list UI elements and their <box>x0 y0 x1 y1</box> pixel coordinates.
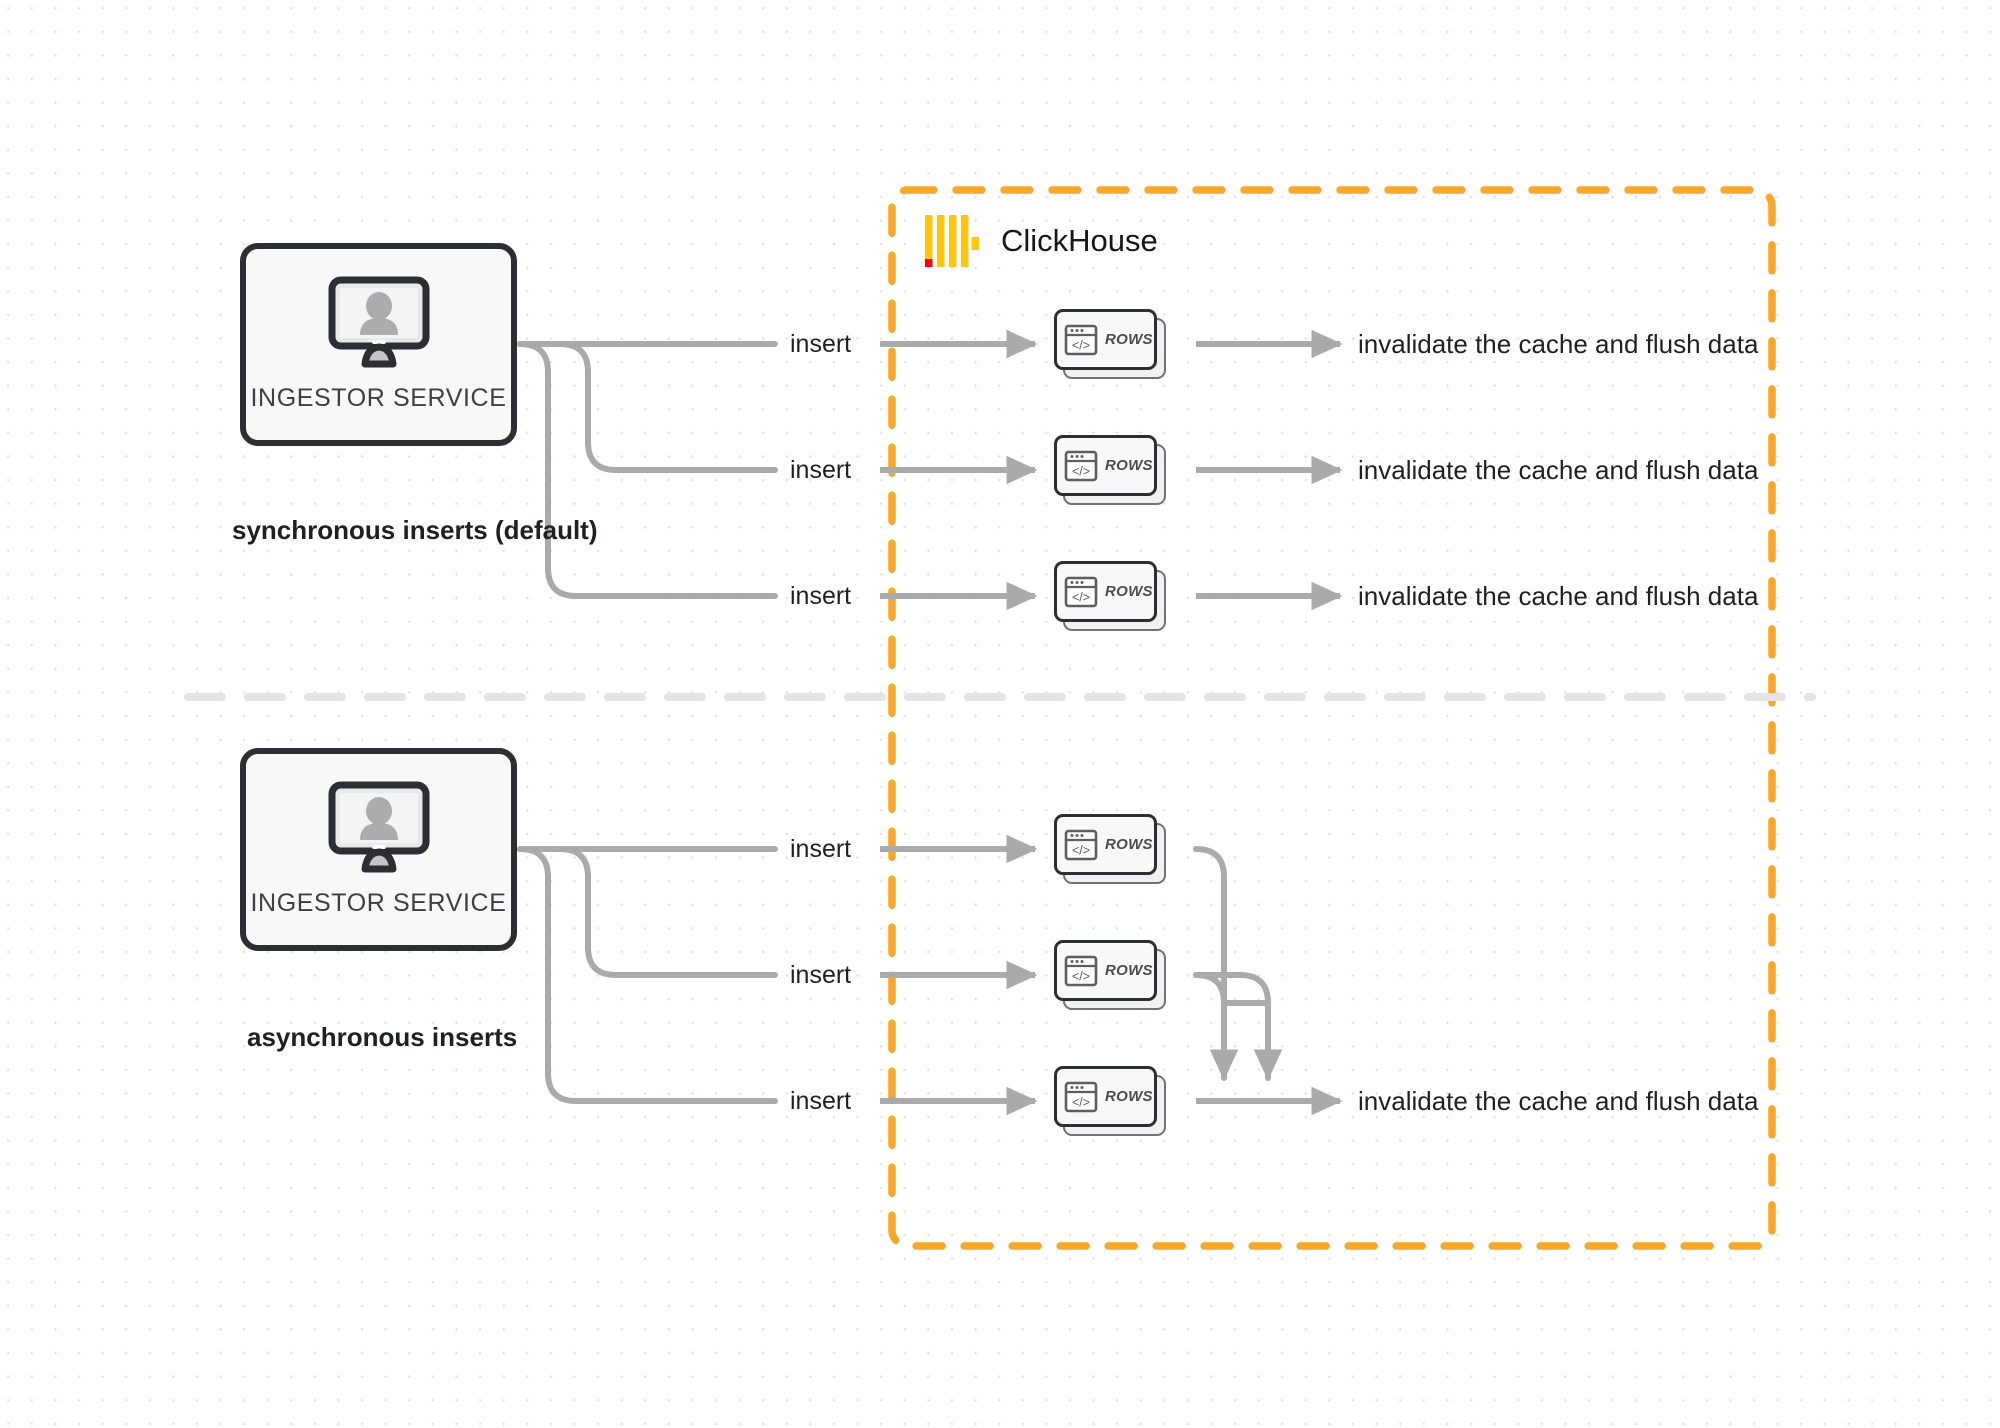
code-window-icon: </> <box>1064 955 1098 986</box>
code-window-icon: </> <box>1064 1081 1098 1112</box>
svg-text:</>: </> <box>1072 338 1090 352</box>
rows-node-label: ROWS <box>1105 457 1153 474</box>
rows-node-label: ROWS <box>1105 1088 1153 1105</box>
outcome-label-sync-1: invalidate the cache and flush data <box>1358 329 1759 359</box>
code-window-icon: </> <box>1064 450 1098 481</box>
rows-node-sync-3[interactable]: </> ROWS <box>1054 561 1166 631</box>
rows-card: </> ROWS <box>1054 1066 1157 1127</box>
edge-label-insert-async-3: insert <box>790 1087 852 1115</box>
sync-outcome-arrows <box>1196 329 1343 611</box>
svg-text:</>: </> <box>1072 843 1090 857</box>
rows-card: </> ROWS <box>1054 561 1157 622</box>
ingestor-service-label: INGESTOR SERVICE <box>250 384 507 412</box>
rows-node-label: ROWS <box>1105 962 1153 979</box>
rows-node-sync-1[interactable]: </> ROWS <box>1054 309 1166 379</box>
code-window-icon: </> <box>1064 829 1098 860</box>
monitor-user-icon <box>328 781 429 873</box>
edge-label-insert-sync-3: insert <box>790 582 852 610</box>
edge-label-insert-async-1: insert <box>790 835 852 863</box>
outcome-label-sync-3: invalidate the cache and flush data <box>1358 581 1759 611</box>
rows-node-async-1[interactable]: </> ROWS <box>1054 814 1166 884</box>
edge-label-insert-sync-2: insert <box>790 456 852 484</box>
rows-node-label: ROWS <box>1105 836 1153 853</box>
ingestor-service-label: INGESTOR SERVICE <box>250 889 507 917</box>
rows-node-label: ROWS <box>1105 583 1153 600</box>
section-caption-asynchronous: asynchronous inserts <box>247 1022 518 1052</box>
svg-text:</>: </> <box>1072 1095 1090 1109</box>
outcome-label-async-merged: invalidate the cache and flush data <box>1358 1086 1759 1116</box>
rows-node-label: ROWS <box>1105 331 1153 348</box>
monitor-user-icon <box>328 276 429 368</box>
outcome-label-sync-2: invalidate the cache and flush data <box>1358 455 1759 485</box>
rows-card: </> ROWS <box>1054 940 1157 1001</box>
rows-card: </> ROWS <box>1054 435 1157 496</box>
async-merge-arrow-2 <box>1193 972 1283 1081</box>
sync-insert-arrows <box>880 329 1038 611</box>
async-insert-arrows <box>880 834 1038 1116</box>
edge-label-insert-sync-1: insert <box>790 330 852 358</box>
async-merge-arrows <box>1193 846 1271 1081</box>
sync-connectors <box>517 341 778 599</box>
edge-label-insert-async-2: insert <box>790 961 852 989</box>
rows-card: </> ROWS <box>1054 309 1157 370</box>
code-window-icon: </> <box>1064 324 1098 355</box>
rows-node-sync-2[interactable]: </> ROWS <box>1054 435 1166 505</box>
svg-text:</>: </> <box>1072 969 1090 983</box>
async-connectors <box>517 846 778 1104</box>
ingestor-service-box-sync[interactable]: INGESTOR SERVICE <box>240 243 517 446</box>
clickhouse-brand: ClickHouse <box>925 215 1158 267</box>
ingestor-service-box-async[interactable]: INGESTOR SERVICE <box>240 748 517 951</box>
section-caption-synchronous: synchronous inserts (default) <box>232 515 598 545</box>
rows-card: </> ROWS <box>1054 814 1157 875</box>
rows-node-async-2[interactable]: </> ROWS <box>1054 940 1166 1010</box>
code-window-icon: </> <box>1064 576 1098 607</box>
svg-text:</>: </> <box>1072 590 1090 604</box>
clickhouse-logo-icon <box>925 215 979 267</box>
svg-text:</>: </> <box>1072 464 1090 478</box>
rows-node-async-3[interactable]: </> ROWS <box>1054 1066 1166 1136</box>
clickhouse-brand-label: ClickHouse <box>1001 223 1158 258</box>
